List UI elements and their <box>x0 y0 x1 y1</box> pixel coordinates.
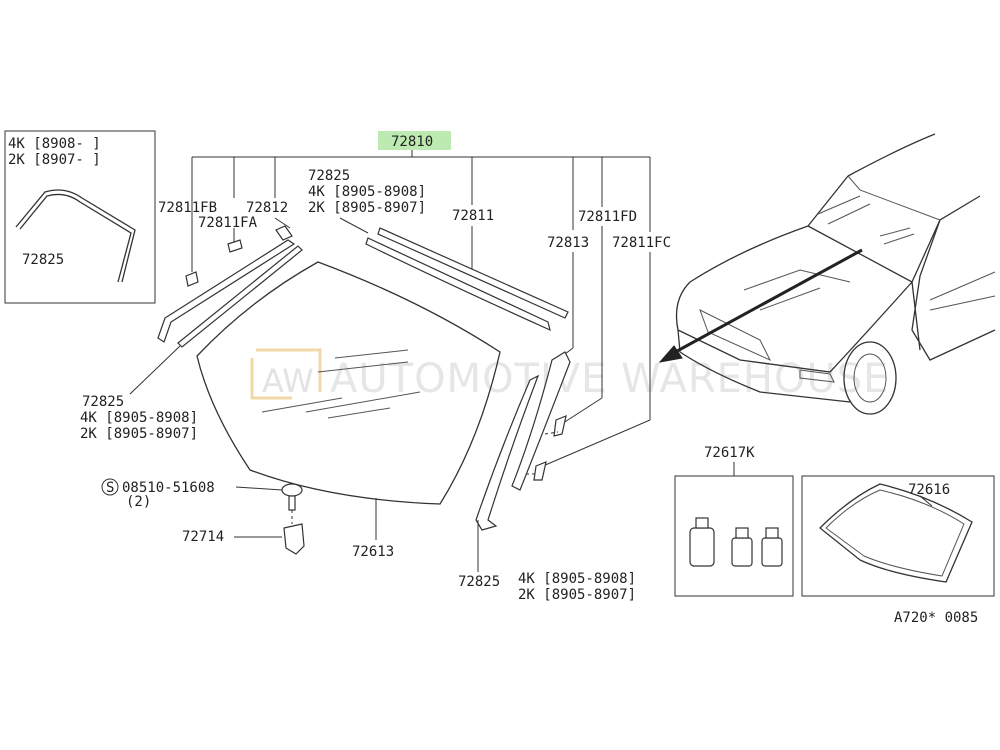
label-72811FB: 72811FB <box>158 200 217 216</box>
label-72813: 72813 <box>547 235 589 251</box>
inset-molding-part <box>15 189 136 283</box>
label-72825-bottom: 72825 <box>458 574 500 590</box>
screw-symbol: S <box>106 480 114 496</box>
kit-box <box>674 475 794 597</box>
label-72825-bottom-2k: 2K [8905-8907] <box>518 587 636 603</box>
label-72825-top-4k: 4K [8905-8908] <box>308 184 426 200</box>
watermark-logo: AW <box>262 362 314 400</box>
inset-molding-inner <box>19 193 132 283</box>
inset-line-2k: 2K [8907- ] <box>8 152 101 168</box>
molding-72825-right <box>475 374 540 531</box>
inset-top-left: 4K [8908- ] 2K [8907- ] 72825 <box>4 130 156 304</box>
molding-left-upper <box>157 239 296 343</box>
car-wheel <box>843 341 897 415</box>
watermark-text: AUTOMOTIVE WAREHOUSE <box>330 356 889 402</box>
label-72812: 72812 <box>246 200 288 216</box>
diagram-code: A720* 0085 <box>894 610 978 626</box>
inset-box <box>4 130 156 304</box>
main-part-number: 72810 <box>391 134 433 150</box>
label-72825-left: 72825 <box>82 394 124 410</box>
clip-72811FA <box>227 239 243 253</box>
kit-bottle-small-1 <box>731 537 753 567</box>
label-72811FA: 72811FA <box>198 215 258 231</box>
clip-72811FC <box>533 461 547 481</box>
label-72613: 72613 <box>352 544 394 560</box>
part-72714 <box>283 523 305 555</box>
label-72617K: 72617K <box>704 445 755 461</box>
car-illustration <box>658 133 996 415</box>
label-72811: 72811 <box>452 208 494 224</box>
kit-bottle-large <box>689 527 715 567</box>
molding-72811 <box>377 227 569 319</box>
screw-part <box>281 483 303 497</box>
windshield-72613 <box>196 261 501 505</box>
clip-72811FB <box>185 271 199 287</box>
dam-part-outer <box>819 483 973 583</box>
label-72825-top: 72825 <box>308 168 350 184</box>
label-screw-part: 08510-51608 <box>122 480 215 496</box>
molding-72813 <box>511 351 571 491</box>
label-72825-top-2k: 2K [8905-8907] <box>308 200 426 216</box>
dam-box-72616: 72616 <box>801 475 995 597</box>
watermark-logo-frame <box>250 348 322 400</box>
kit-bottle-small-2 <box>761 537 783 567</box>
part-72812 <box>275 225 293 241</box>
main-part-bracket: 72810 <box>191 131 651 272</box>
inset-part-label: 72825 <box>22 252 64 268</box>
dam-box <box>801 475 995 597</box>
screw-group: S 08510-51608 (2) <box>101 478 303 524</box>
label-72825-bottom-4k: 4K [8905-8908] <box>518 571 636 587</box>
clip-72811FD <box>553 415 567 437</box>
label-72825-left-4k: 4K [8905-8908] <box>80 410 198 426</box>
dam-part-inner <box>825 489 965 577</box>
screw-symbol-circle <box>101 478 119 496</box>
label-72616: 72616 <box>908 482 950 498</box>
molding-72825-top <box>365 237 551 332</box>
watermark: AW AUTOMOTIVE WAREHOUSE <box>250 348 889 402</box>
kit-box-72617K: 72617K <box>674 445 794 597</box>
label-72811FC: 72811FC <box>612 235 671 251</box>
label-72714: 72714 <box>182 529 224 545</box>
label-72825-left-2k: 2K [8905-8907] <box>80 426 198 442</box>
inset-line-4k: 4K [8908- ] <box>8 136 101 152</box>
windshield-outline <box>196 261 501 505</box>
molding-left-strip <box>177 245 303 348</box>
main-part-highlight <box>378 131 451 150</box>
pointer-arrow <box>667 248 863 358</box>
label-screw-qty: (2) <box>126 494 151 510</box>
label-72811FD: 72811FD <box>578 209 637 225</box>
